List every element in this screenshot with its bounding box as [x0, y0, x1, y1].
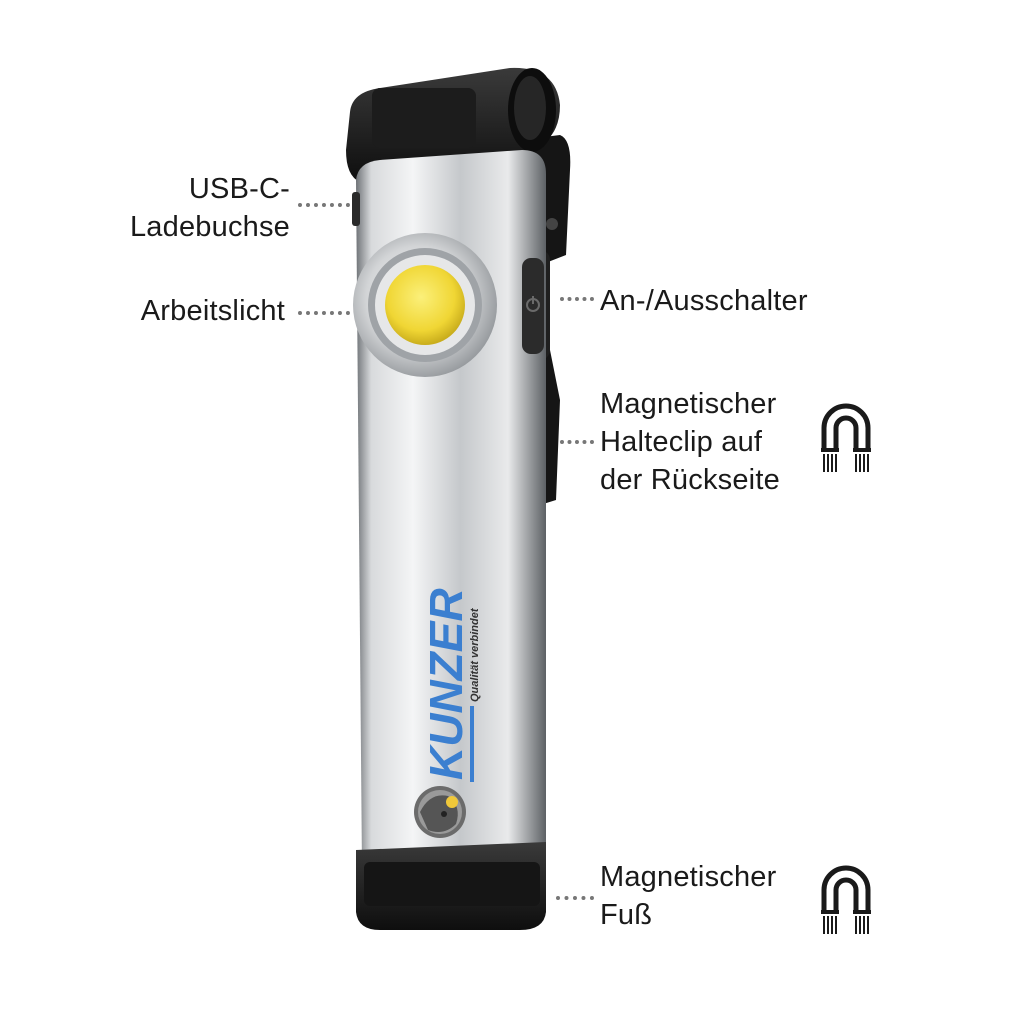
foot-label-line2: Fuß [600, 899, 653, 931]
clip-label: Magnetischer Halteclip auf der Rückseite [600, 385, 780, 499]
clip-label-line3: der Rückseite [600, 464, 780, 496]
brand-slogan: Qualität verbindet [469, 607, 481, 702]
usb-c-label-line1: USB-C- [188, 173, 290, 205]
foot-label: Magnetischer Fuß [600, 858, 777, 934]
magnet-icon [821, 403, 871, 472]
kunzer-logo: KUNZER Qualität verbindet [420, 588, 481, 782]
clip-label-line1: Magnetischer [600, 388, 777, 420]
work-light-label-text: Arbeitslicht [140, 295, 285, 327]
brand-name: KUNZER [420, 588, 472, 780]
usb-c-label-line2: Ladebuchse [129, 211, 290, 243]
cob-led [353, 233, 497, 377]
switch-label-text: An-/Ausschalter [600, 285, 808, 317]
work-light-leader [298, 311, 350, 315]
switch-label: An-/Ausschalter [600, 282, 808, 320]
clip-label-line2: Halteclip auf [600, 426, 763, 458]
magnetic-foot [356, 842, 546, 930]
clip-leader [560, 440, 594, 444]
magnet-icon [821, 865, 871, 934]
foot-leader [556, 896, 594, 900]
work-light-label: Arbeitslicht [60, 292, 285, 330]
switch-leader [560, 297, 594, 301]
usb-c-leader [298, 203, 350, 207]
hedgehog-mascot-icon [414, 786, 466, 838]
usb-c-port [352, 192, 360, 226]
power-button [522, 258, 544, 354]
foot-label-line1: Magnetischer [600, 861, 777, 893]
usb-c-label: USB-C- Ladebuchse [60, 170, 290, 246]
